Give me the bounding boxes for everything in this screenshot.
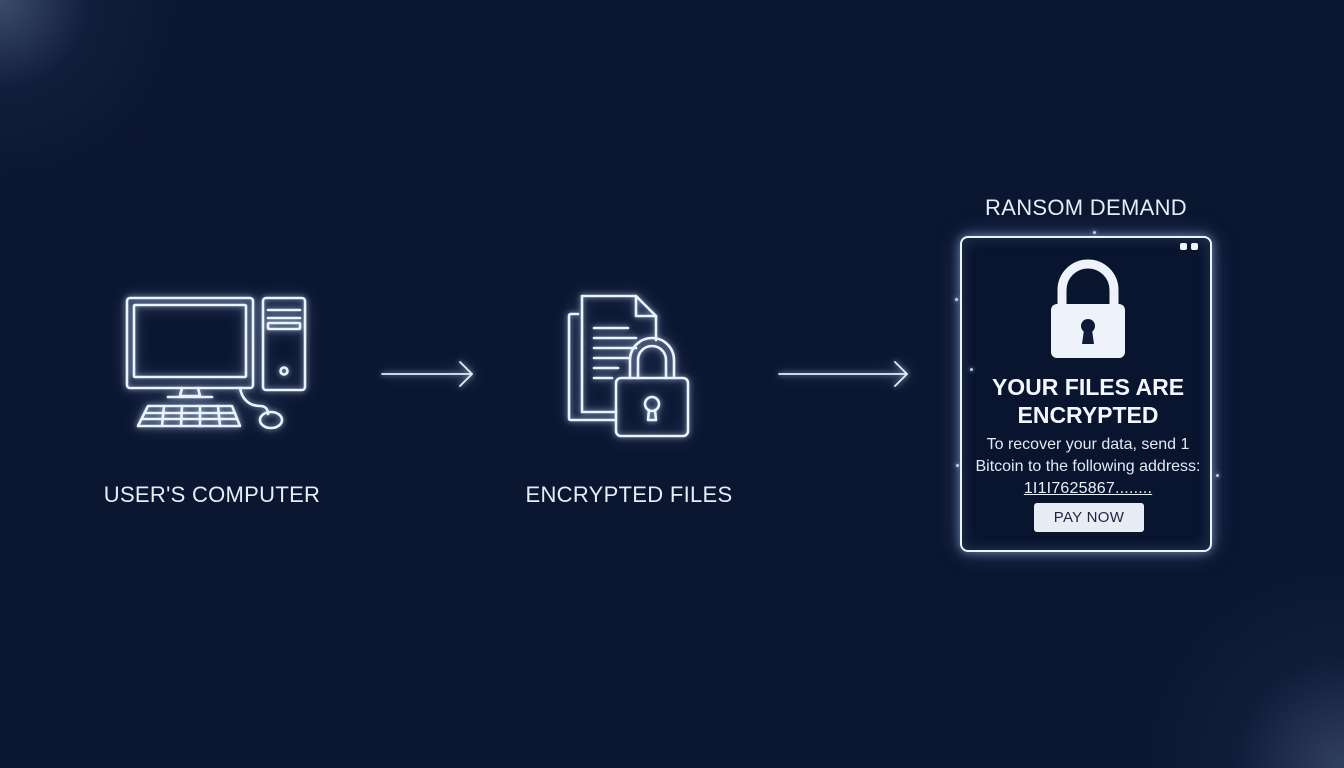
window-control-dot — [1191, 243, 1198, 250]
ransom-message: To recover your data, send 1 Bitcoin to … — [974, 434, 1202, 500]
window-control-dot — [1180, 243, 1187, 250]
ransom-headline-line-1: YOUR FILES ARE — [991, 374, 1185, 400]
sparkle — [970, 368, 973, 371]
bitcoin-address: 1I1I7625867........ — [1023, 480, 1153, 497]
sparkle — [1093, 231, 1096, 234]
desktop-computer-icon — [125, 296, 307, 430]
pay-now-button[interactable]: PAY NOW — [1034, 503, 1144, 532]
sparkle — [955, 298, 958, 301]
sparkle — [956, 464, 959, 467]
ransom-headline-line-2: ENCRYPTED — [1017, 402, 1159, 428]
locked-document-icon — [567, 294, 690, 438]
arrow-computer-to-files — [381, 361, 473, 387]
ransom-note-window: YOUR FILES ARE ENCRYPTED To recover your… — [960, 236, 1212, 552]
node-label-encrypted-files: ENCRYPTED FILES — [525, 482, 733, 507]
node-label-ransom-demand: RANSOM DEMAND — [985, 195, 1187, 220]
arrow-files-to-ransom — [778, 361, 908, 387]
padlock-icon — [1051, 259, 1125, 358]
node-label-users-computer: USER'S COMPUTER — [103, 482, 321, 507]
ransom-message-text: To recover your data, send 1 Bitcoin to … — [975, 436, 1201, 475]
sparkle — [1216, 474, 1219, 477]
ransom-headline: YOUR FILES ARE ENCRYPTED — [962, 373, 1214, 429]
window-controls — [1180, 243, 1198, 250]
